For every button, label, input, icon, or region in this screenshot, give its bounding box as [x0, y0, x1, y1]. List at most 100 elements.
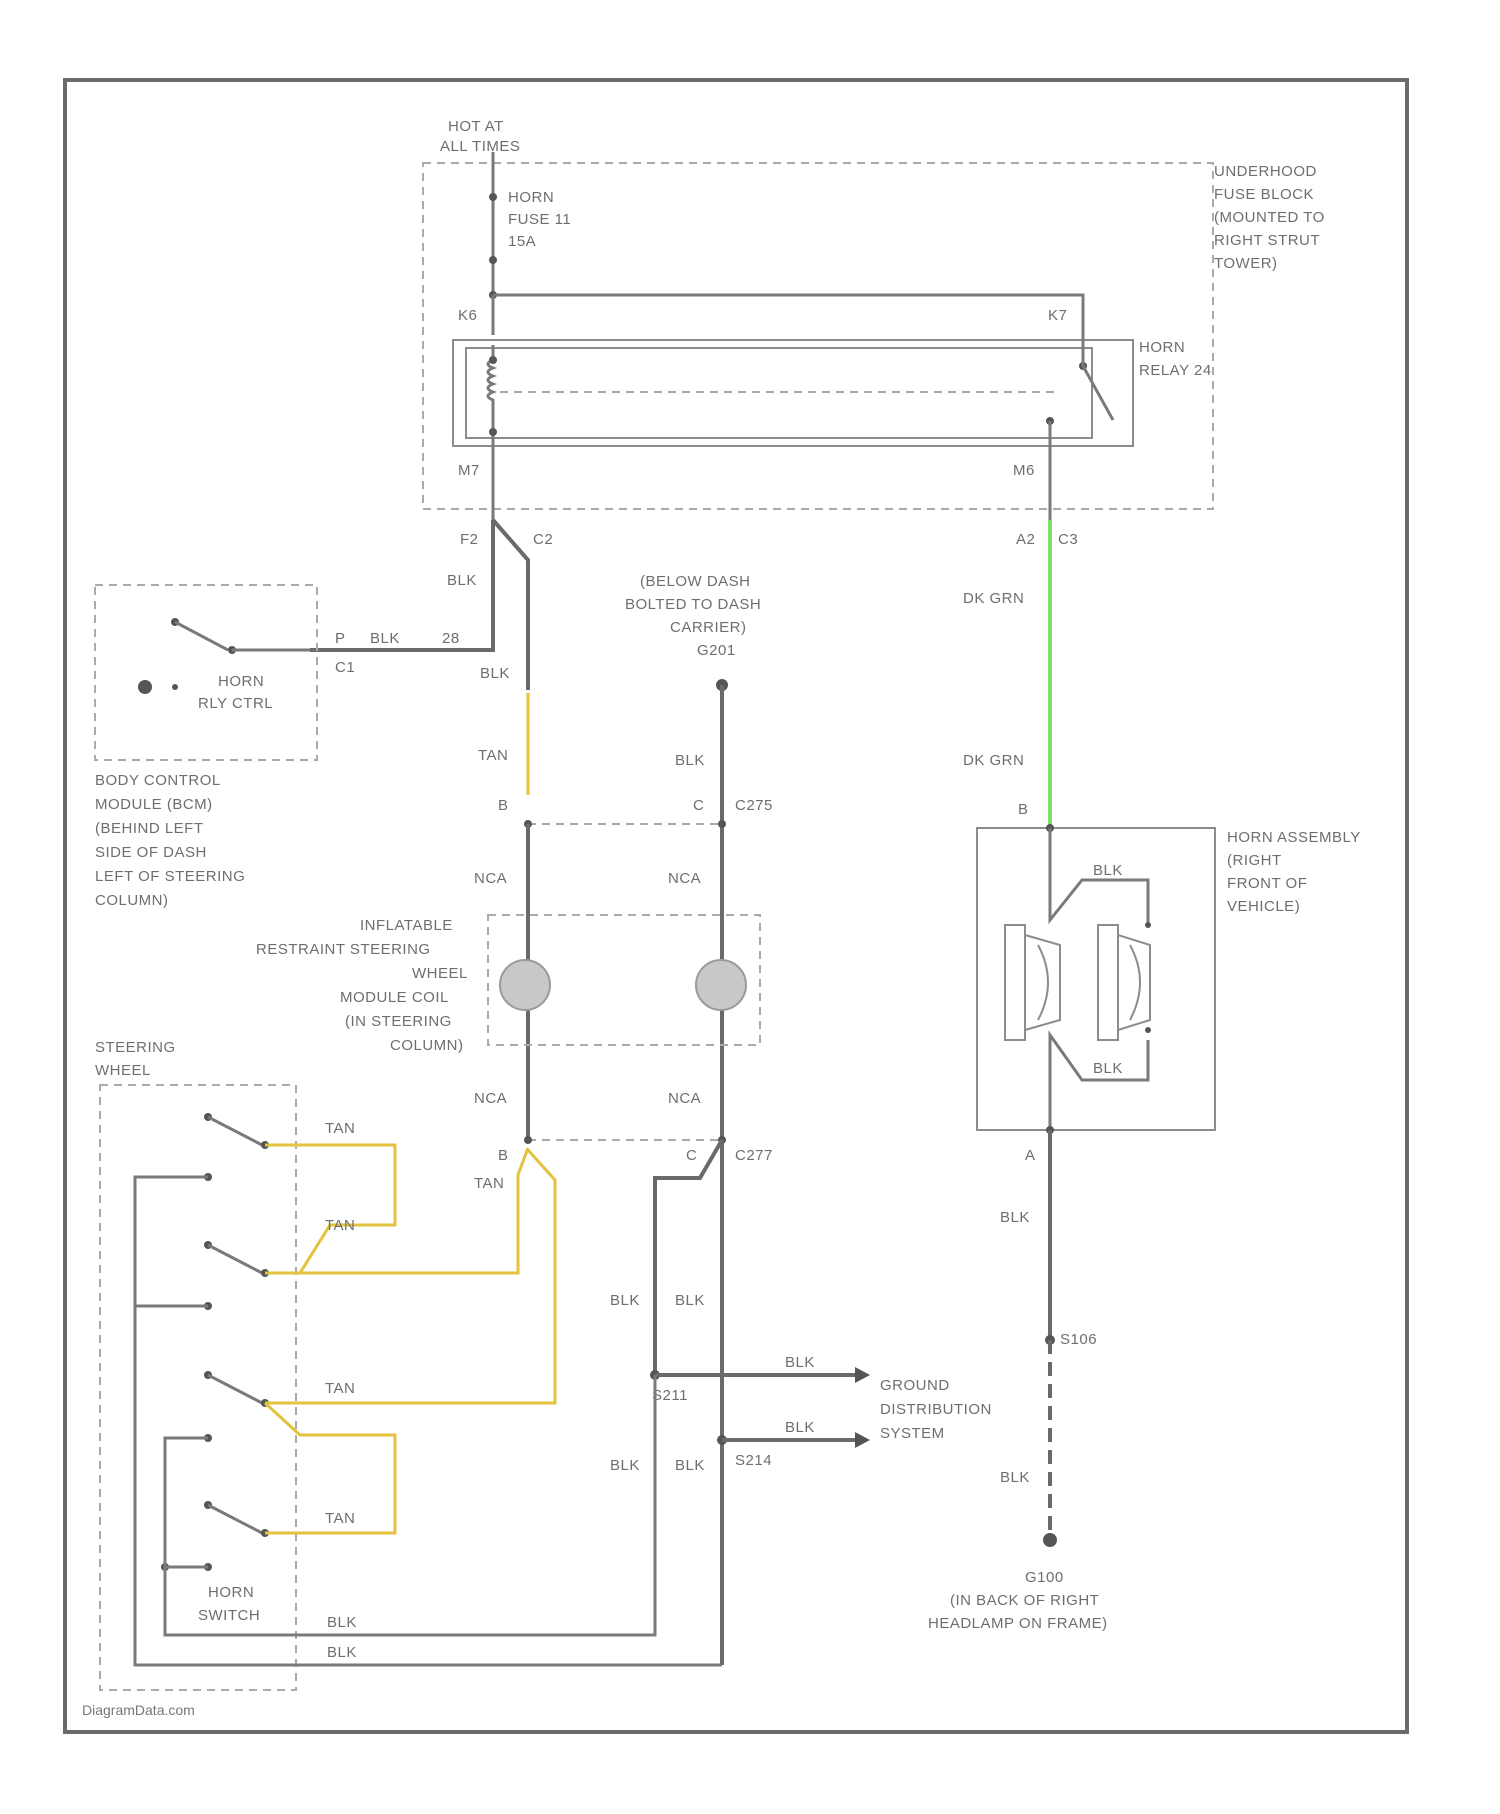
horn-symbol-right — [1098, 925, 1150, 1040]
arrow-gd2 — [855, 1432, 870, 1448]
sw2-blade — [208, 1245, 262, 1273]
steering-label-2: WHEEL — [95, 1062, 151, 1079]
conn-a-horn-label: A — [1025, 1147, 1036, 1164]
underhood-label-2: FUSE BLOCK — [1214, 186, 1314, 203]
wire-blk-label-11: BLK — [327, 1614, 357, 1631]
coil-label-3: WHEEL — [412, 965, 468, 982]
wire-dkgrn-label-1: DK GRN — [963, 590, 1024, 607]
conn-c1-label: C1 — [335, 659, 355, 676]
coil-label-4: MODULE COIL — [340, 989, 449, 1006]
wire-blk-label-2: BLK — [480, 665, 510, 682]
sw3-blade — [208, 1375, 262, 1403]
g100-label-2: (IN BACK OF RIGHT — [950, 1592, 1099, 1609]
pin-m6-label: M6 — [1013, 462, 1035, 479]
watermark: DiagramData.com — [82, 1702, 195, 1718]
wire-nca-label-2: NCA — [668, 870, 701, 887]
coil-rotor-left — [500, 960, 550, 1010]
relay-switch-blade — [1083, 366, 1113, 420]
splice-s211-label: S211 — [652, 1387, 688, 1404]
splice-s214-label: S214 — [735, 1452, 772, 1469]
conn-b-horn-label: B — [1018, 801, 1029, 818]
bcm-label-3: (BEHIND LEFT — [95, 820, 204, 837]
coil-label-1: INFLATABLE — [360, 917, 453, 934]
steering-label-1: STEERING — [95, 1039, 176, 1056]
relay-k7-feed — [493, 295, 1083, 335]
conn-c275-label: C275 — [735, 797, 773, 814]
horn-assy-label-4: VEHICLE) — [1227, 898, 1300, 915]
sw4-blade — [208, 1505, 262, 1533]
conn-c-a-label: C — [693, 797, 704, 814]
wire-blk-c277 — [655, 1140, 722, 1375]
fuse-node-top — [489, 193, 497, 201]
power-label-2: ALL TIMES — [440, 138, 520, 155]
wire-tan-label-4: TAN — [325, 1217, 355, 1234]
horn-assy-label-1: HORN ASSEMBLY — [1227, 829, 1361, 846]
underhood-label-1: UNDERHOOD — [1214, 163, 1317, 180]
wire-blk-label-14: BLK — [1000, 1469, 1030, 1486]
conn-c2-label: C2 — [533, 531, 553, 548]
underhood-label-3: (MOUNTED TO — [1214, 209, 1325, 226]
bcm-sw-label-2: RLY CTRL — [198, 695, 273, 712]
coil-bottom-node — [489, 428, 497, 436]
ground-dist-label-3: SYSTEM — [880, 1425, 945, 1442]
horn-symbol-left — [1005, 925, 1060, 1040]
g100-label-3: HEADLAMP ON FRAME) — [928, 1615, 1108, 1632]
bcm-label-1: BODY CONTROL — [95, 772, 221, 789]
relay-label-1: HORN — [1139, 339, 1185, 356]
underhood-label-5: TOWER) — [1214, 255, 1278, 272]
bcm-switch-blade — [175, 622, 228, 650]
horn-relay — [453, 340, 1133, 446]
wire-blk-label-5: BLK — [610, 1292, 640, 1309]
arrow-gd1 — [855, 1367, 870, 1383]
conn-a2-label: A2 — [1016, 531, 1035, 548]
coil-label-2: RESTRAINT STEERING — [256, 941, 431, 958]
coil-rotor-right — [696, 960, 746, 1010]
conn-c3-label: C3 — [1058, 531, 1078, 548]
wire-tan-label-5: TAN — [325, 1380, 355, 1397]
pin-k6-label: K6 — [458, 307, 477, 324]
power-label-1: HOT AT — [448, 118, 504, 135]
conn-p-label: P — [335, 630, 346, 647]
conn-c-b-label: C — [686, 1147, 697, 1164]
wire-tan-sw3 — [265, 1150, 555, 1403]
bcm-ground-node — [172, 684, 178, 690]
g201-label-2: BOLTED TO DASH — [625, 596, 761, 613]
fuse-label-1: HORN — [508, 189, 554, 206]
sw1-blade — [208, 1117, 262, 1145]
wire-nca-label-4: NCA — [668, 1090, 701, 1107]
fuse-label-2: FUSE 11 — [508, 211, 571, 228]
wire-blk-label-7: BLK — [785, 1354, 815, 1371]
wire-blk-label-8: BLK — [785, 1419, 815, 1436]
wire-blk-label-9: BLK — [610, 1457, 640, 1474]
horn-node-2 — [1145, 1027, 1151, 1033]
g100-ground — [1043, 1533, 1057, 1547]
horn-blk-label-2: BLK — [1093, 1060, 1123, 1077]
coil-label-6: COLUMN) — [390, 1037, 464, 1054]
conn-b2-label: B — [498, 1147, 509, 1164]
wire-tan-label-2: TAN — [474, 1175, 504, 1192]
wire-nca-label-1: NCA — [474, 870, 507, 887]
g201-label-1: (BELOW DASH — [640, 573, 751, 590]
pin-k7-label: K7 — [1048, 307, 1067, 324]
fuse-label-3: 15A — [508, 233, 536, 250]
coil-top-node — [489, 356, 497, 364]
horn-node-1 — [1145, 922, 1151, 928]
bcm-label-5: LEFT OF STEERING — [95, 868, 245, 885]
wire-tan-label-6: TAN — [325, 1510, 355, 1527]
ground-dist-label-1: GROUND — [880, 1377, 950, 1394]
wire-blk-label-3: BLK — [370, 630, 400, 647]
horn-switch-label-1: HORN — [208, 1584, 254, 1601]
horn-assy-label-2: (RIGHT — [1227, 852, 1282, 869]
splice-s106-label: S106 — [1060, 1331, 1097, 1348]
wire-dkgrn-label-2: DK GRN — [963, 752, 1024, 769]
conn-f2-label: F2 — [460, 531, 479, 548]
wire-blk-label-10: BLK — [675, 1457, 705, 1474]
bcm-label-2: MODULE (BCM) — [95, 796, 213, 813]
wire-blk-label-1: BLK — [447, 572, 477, 589]
bcm-label-4: SIDE OF DASH — [95, 844, 207, 861]
wire-blk-label-13: BLK — [1000, 1209, 1030, 1226]
wire-tan-sw1 — [265, 1145, 395, 1273]
c277-pin-b — [524, 1136, 532, 1144]
bcm-module — [95, 585, 317, 760]
